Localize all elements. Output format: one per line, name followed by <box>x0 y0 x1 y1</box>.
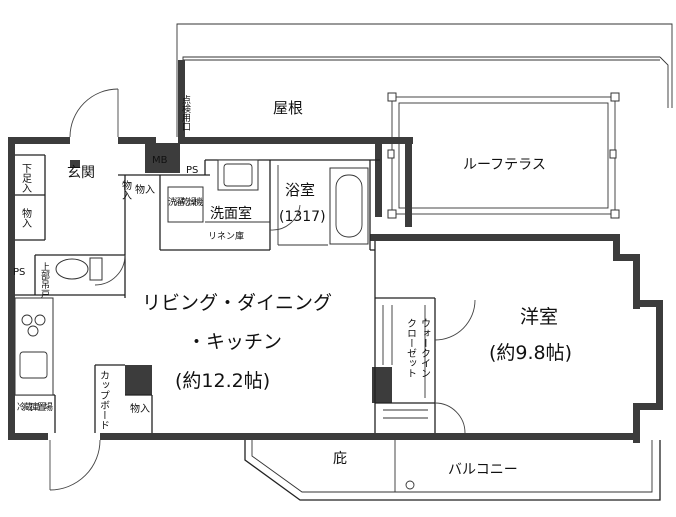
label-roof-terrace: ルーフテラス <box>463 157 546 173</box>
label-upper-cabinet: 上部吊戸 <box>39 262 50 299</box>
label-ps-2: PS <box>13 267 25 278</box>
label-storage-1: 物入 <box>20 207 32 228</box>
interior-partitions <box>15 154 436 433</box>
label-washer-dryer: 洗濯乾燥機 <box>168 196 203 208</box>
label-bedroom: 洋室 <box>520 306 558 328</box>
label-storage-2: 物入 <box>120 179 132 200</box>
fixtures <box>14 88 661 501</box>
label-storage-3: 物入 <box>135 183 155 196</box>
label-roof: 屋根 <box>273 99 303 117</box>
label-walk-in-1: ウォークイン <box>419 318 431 378</box>
walls <box>8 60 663 443</box>
roof-outline <box>176 23 673 137</box>
label-living-area: (約12.2帖) <box>175 370 270 392</box>
label-storage-4: 物入 <box>130 402 150 415</box>
roof-terrace-frame <box>387 92 620 219</box>
label-bedroom-area: (約9.8帖) <box>489 342 572 364</box>
label-eaves: 庇 <box>333 451 347 467</box>
label-bathroom: 浴室 <box>285 181 315 199</box>
label-cupboard: カップボード <box>98 370 110 430</box>
label-washroom: 洗面室 <box>210 205 252 222</box>
label-mb: MB <box>152 155 168 166</box>
label-balcony: バルコニー <box>448 462 518 478</box>
label-entrance: 玄関 <box>67 164 95 181</box>
label-ps-1: PS <box>186 165 198 176</box>
label-bathroom-size: (1317) <box>279 209 326 225</box>
label-shoe-storage: 下足入 <box>20 163 32 193</box>
label-fridge: 冷蔵庫置場 <box>17 401 53 413</box>
label-walk-in-2: クローゼット <box>405 318 417 378</box>
label-linen: リネン庫 <box>208 230 244 242</box>
label-living-2: ・キッチン <box>187 331 282 353</box>
label-inspection-port: 点検用口 <box>180 95 191 131</box>
label-living-1: リビング・ダイニング <box>142 292 332 314</box>
